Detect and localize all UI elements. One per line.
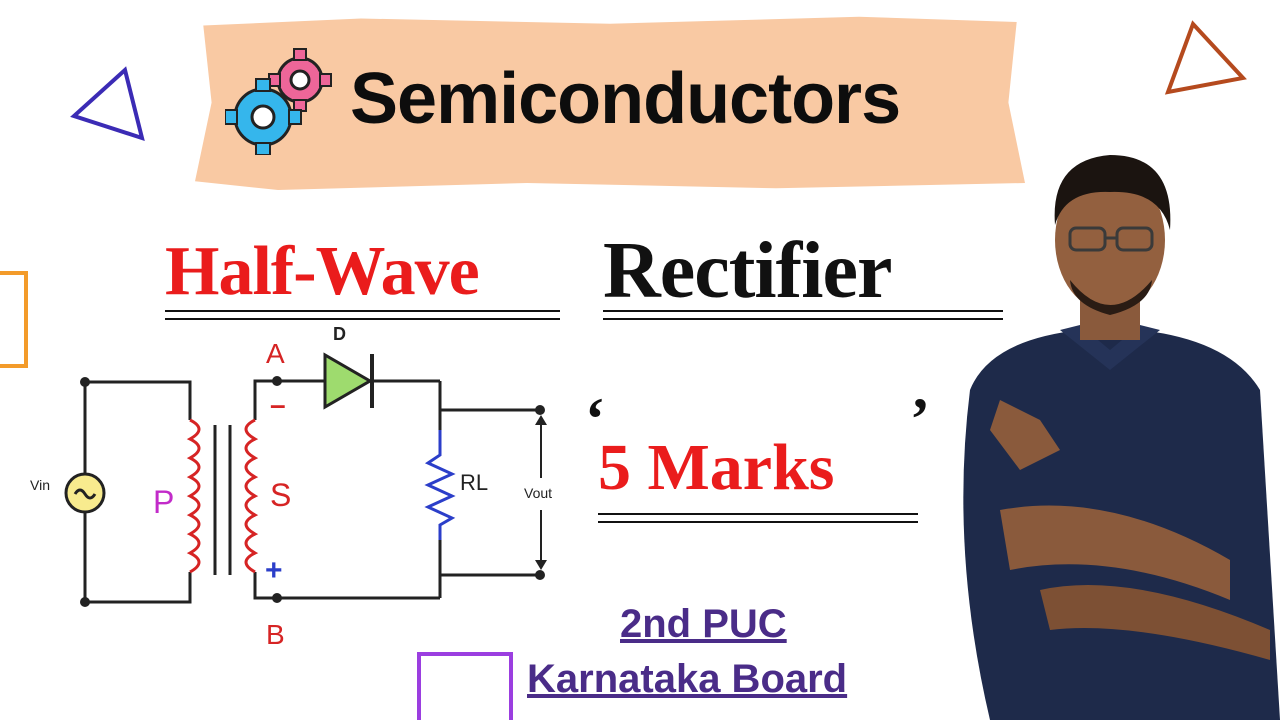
diode-icon [323, 352, 373, 410]
resistor-icon [424, 430, 456, 540]
heading-rectifier: Rectifier [603, 227, 893, 315]
label-p: P [153, 484, 174, 520]
label-d: D [333, 324, 346, 344]
board-text: Karnataka Board [527, 657, 848, 701]
label-b: B [266, 619, 285, 650]
puc-text: 2nd PUC [620, 602, 787, 646]
primary-coil-icon [186, 418, 201, 574]
open-quote: ‘ [585, 386, 605, 452]
label-a: A [266, 338, 285, 369]
underline-half-wave [165, 310, 560, 320]
underline-marks [598, 513, 918, 523]
secondary-coil-icon [244, 418, 259, 574]
label-minus: – [270, 389, 286, 420]
presenter-image [963, 155, 1280, 720]
marks-text: 5 Marks [598, 431, 835, 504]
label-s: S [270, 477, 291, 513]
banner-title: Semiconductors [350, 59, 901, 139]
heading-half-wave: Half-Wave [165, 233, 480, 310]
label-vin: Vin [30, 477, 50, 493]
title-banner [195, 16, 1025, 190]
purple-square-icon [417, 652, 513, 720]
underline-rectifier [603, 310, 1003, 320]
label-vout: Vout [524, 485, 552, 501]
label-rl: RL [460, 470, 488, 495]
close-quote: ’ [910, 386, 930, 452]
orange-square-icon [0, 271, 28, 368]
gears-icon [225, 48, 332, 155]
triangle-right-icon [1164, 20, 1247, 95]
triangle-left-icon [70, 66, 145, 142]
circuit-diagram: A D – S P + B Vin RL Vout [30, 324, 552, 650]
label-plus: + [265, 554, 283, 587]
